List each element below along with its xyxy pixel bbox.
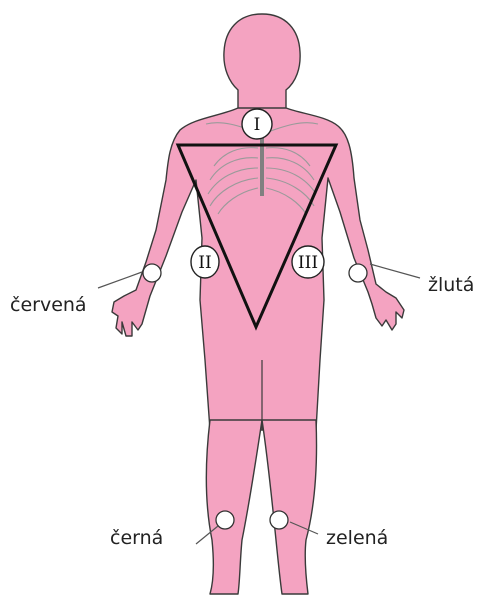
electrode-right-leg-label: černá bbox=[110, 527, 163, 549]
electrode-left-leg-label: zelená bbox=[326, 527, 388, 549]
electrode-left-arm-dot bbox=[349, 264, 367, 282]
lead-II-marker: II bbox=[191, 246, 219, 278]
leg-right bbox=[206, 420, 262, 594]
lead-II-label: II bbox=[198, 253, 211, 273]
head bbox=[224, 14, 300, 112]
leader-left-arm bbox=[370, 264, 420, 278]
electrode-left-leg-dot bbox=[270, 511, 288, 529]
lead-III-label: III bbox=[298, 253, 318, 273]
electrode-right-arm-dot bbox=[143, 264, 161, 282]
leg-left bbox=[262, 420, 317, 594]
lead-I-marker: I bbox=[242, 109, 272, 139]
lead-I-label: I bbox=[254, 115, 261, 135]
electrode-right-arm-label: červená bbox=[10, 294, 87, 316]
electrode-right-leg-dot bbox=[216, 511, 234, 529]
lead-III-marker: III bbox=[292, 246, 324, 278]
electrode-left-arm-label: žlutá bbox=[428, 274, 474, 296]
leader-right-arm bbox=[98, 272, 142, 288]
human-body bbox=[112, 14, 404, 594]
